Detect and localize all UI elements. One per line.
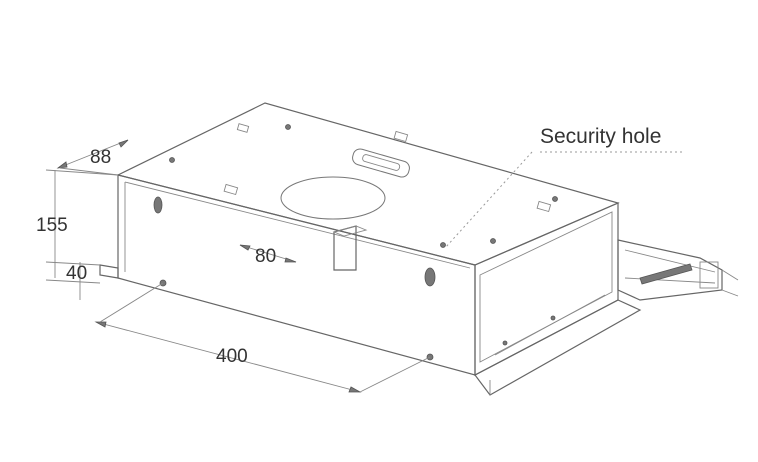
rail-bearing xyxy=(639,263,693,285)
dimension-155: 155 xyxy=(36,215,68,236)
drawer-right-face xyxy=(474,202,619,376)
mount-hole xyxy=(490,238,496,244)
top-cutout xyxy=(536,200,552,213)
top-cutout xyxy=(223,183,239,196)
panel-hole xyxy=(550,315,556,321)
security-hole-label: Security hole xyxy=(540,125,661,148)
security-hole-leader xyxy=(444,151,533,249)
drawer-inner-panel xyxy=(479,211,613,363)
top-cutout xyxy=(393,130,409,143)
side-hole xyxy=(153,196,163,214)
mount-hole xyxy=(552,196,558,202)
front-face-details xyxy=(153,196,556,361)
top-face-details xyxy=(169,123,558,248)
mount-hole xyxy=(285,124,291,130)
drawer-front-lip xyxy=(99,264,119,279)
side-hole xyxy=(424,267,436,287)
dimension-lines xyxy=(45,139,682,393)
security-slot xyxy=(352,148,410,178)
top-cutout xyxy=(236,123,250,133)
center-cable-hole xyxy=(280,176,386,220)
mount-hole xyxy=(440,242,446,248)
mount-hole xyxy=(169,157,175,163)
slide-rail xyxy=(617,239,739,301)
drawer-bottom-lip xyxy=(474,299,642,396)
dimension-88: 88 xyxy=(90,147,111,168)
dimension-40: 40 xyxy=(66,263,87,284)
panel-hole xyxy=(502,340,508,346)
dimension-80: 80 xyxy=(255,246,276,267)
dimension-400: 400 xyxy=(216,346,248,367)
